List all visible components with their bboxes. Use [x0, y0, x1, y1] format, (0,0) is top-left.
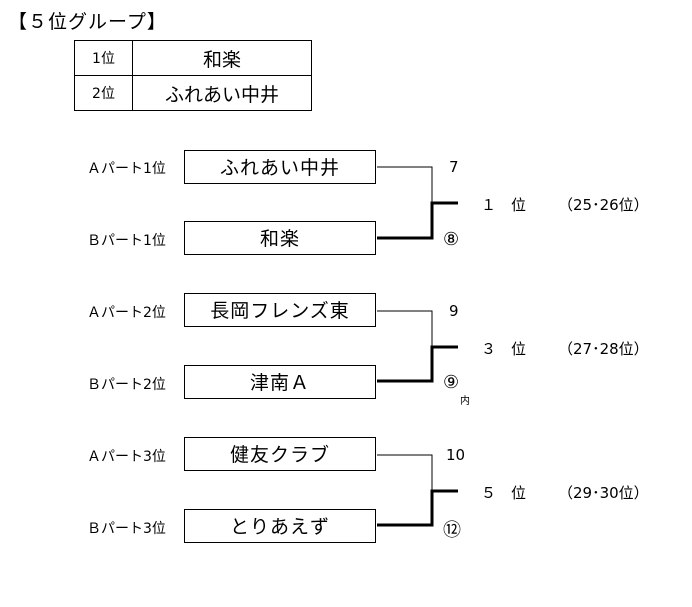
team-cell: 和楽	[132, 40, 312, 76]
result-rank: ５ 位	[481, 484, 527, 502]
match-number: 9	[449, 302, 459, 320]
match-number: ⑧	[443, 229, 460, 250]
page-title: 【５位グループ】	[8, 11, 167, 33]
team-box: とりあえず	[184, 509, 376, 543]
part-label: Ａパート1位	[87, 161, 166, 177]
bracket-line-top	[377, 454, 433, 525]
part-label: Ｂパート3位	[87, 521, 166, 537]
part-label: Ａパート2位	[87, 305, 166, 321]
team-box: 和楽	[184, 221, 376, 255]
rank-table: 1位 和楽 2位 ふれあい中井	[74, 40, 312, 111]
match-number: ⑫	[443, 520, 461, 541]
team-box: 健友クラブ	[184, 437, 376, 471]
part-label: Ｂパート1位	[87, 233, 166, 249]
result-range: （25･26位）	[558, 196, 649, 214]
team-box: 長岡フレンズ東	[184, 293, 376, 327]
team-box: 津南Ａ	[184, 365, 376, 399]
part-label: Ｂパート2位	[87, 377, 166, 393]
bracket-line-top	[377, 310, 433, 381]
part-label: Ａパート3位	[87, 449, 166, 465]
result-range: （29･30位）	[558, 484, 649, 502]
bracket-line-winner	[377, 345, 458, 383]
match-number: 7	[449, 158, 459, 176]
match-number: 10	[446, 446, 466, 464]
rank-cell: 1位	[74, 40, 133, 76]
result-rank: １ 位	[481, 196, 527, 214]
team-box: ふれあい中井	[184, 150, 376, 184]
bracket-line-winner	[377, 489, 458, 527]
team-cell: ふれあい中井	[132, 75, 312, 111]
table-row: 1位 和楽	[74, 40, 312, 76]
note-label: 内	[460, 396, 470, 407]
rank-cell: 2位	[74, 75, 133, 111]
match-number: ⑨	[443, 372, 460, 393]
table-row: 2位 ふれあい中井	[74, 75, 312, 111]
result-rank: ３ 位	[481, 340, 527, 358]
bracket-line-winner	[377, 201, 458, 240]
result-range: （27･28位）	[558, 340, 649, 358]
bracket-line-top	[377, 166, 433, 238]
